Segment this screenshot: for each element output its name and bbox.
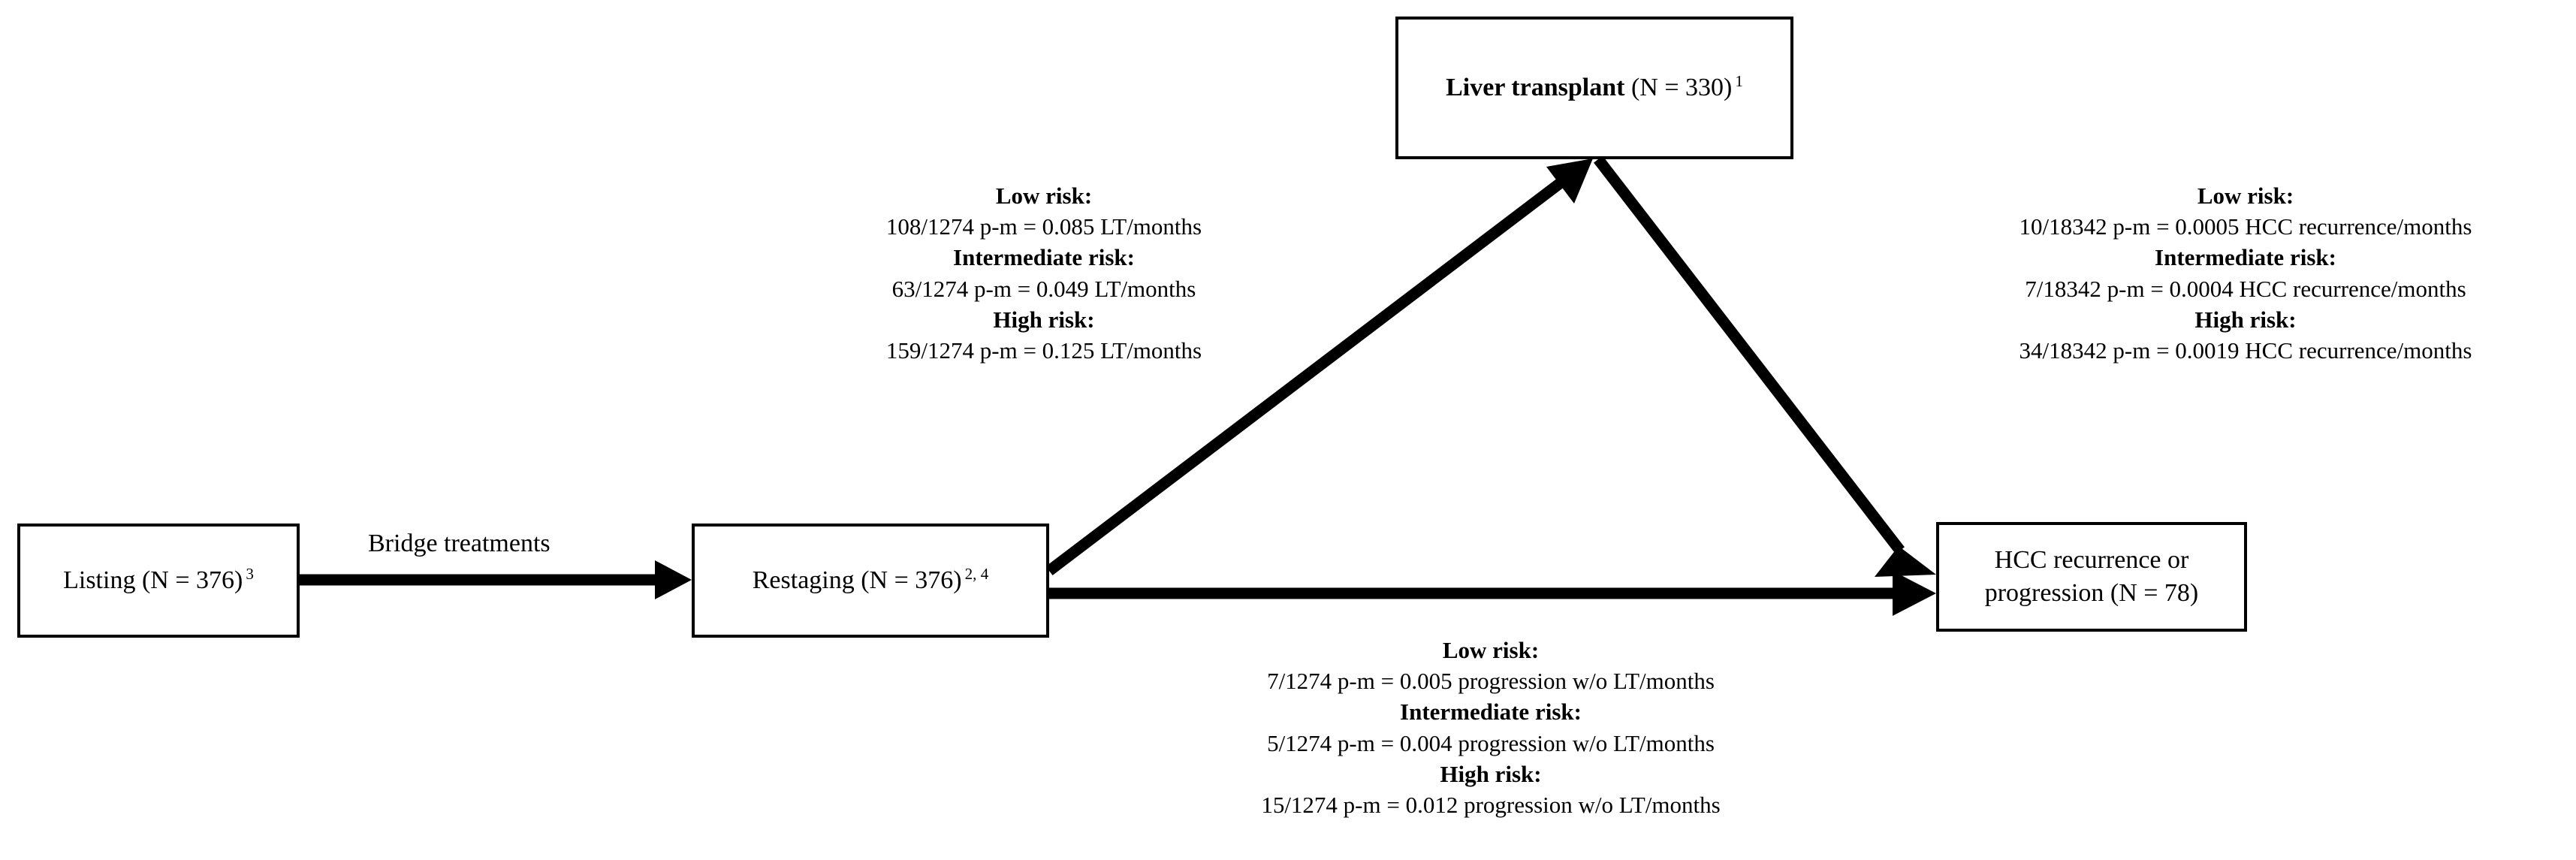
node-restaging[interactable]: Restaging (N = 376)2, 4 [692,524,1049,638]
annotation-recur-high-risk-header: High risk: [2194,306,2297,333]
annotation-prog-high-risk-header: High risk: [1440,760,1542,787]
annotation-lt-high-risk-header: High risk: [993,306,1095,333]
arrow-restaging-to-hcc [1049,571,1936,616]
node-listing[interactable]: Listing (N = 376)3 [17,524,300,638]
node-liver-transplant[interactable]: Liver transplant (N = 330)1 [1395,17,1793,159]
node-liver-transplant-superscript: 1 [1735,71,1743,90]
arrow-transplant-to-hcc [1594,155,1936,577]
annotation-prog-intermediate-risk-value: 5/1274 p-m = 0.004 progression w/o LT/mo… [1267,729,1715,756]
annotation-recur-high-risk-value: 34/18342 p-m = 0.0019 HCC recurrence/mon… [2019,337,2472,364]
node-listing-name: Listing [63,566,136,595]
annotation-restaging-to-hcc: Low risk: 7/1274 p-m = 0.005 progression… [1175,635,1806,820]
edge-label-bridge-treatments: Bridge treatments [368,530,550,557]
node-restaging-superscript: 2, 4 [964,564,989,583]
arrow-restaging-to-transplant [1045,158,1593,575]
node-hcc-recurrence[interactable]: HCC recurrence or progression (N = 78) [1936,522,2247,632]
annotation-recur-intermediate-risk-header: Intermediate risk: [2155,244,2336,271]
annotation-lt-intermediate-risk-value: 63/1274 p-m = 0.049 LT/months [891,275,1196,302]
node-hcc-recurrence-label: HCC recurrence or progression (N = 78) [1985,544,2199,609]
node-hcc-recurrence-line1: HCC recurrence or [1994,546,2189,575]
annotation-recur-low-risk-header: Low risk: [2197,183,2294,209]
annotation-restaging-to-transplant: Low risk: 108/1274 p-m = 0.085 LT/months… [800,180,1288,366]
node-listing-superscript: 3 [246,564,254,583]
annotation-lt-low-risk-header: Low risk: [995,183,1093,209]
annotation-prog-low-risk-value: 7/1274 p-m = 0.005 progression w/o LT/mo… [1267,668,1715,695]
annotation-lt-high-risk-value: 159/1274 p-m = 0.125 LT/months [885,337,1202,364]
node-hcc-recurrence-line2: progression (N = 78) [1984,579,2199,607]
node-restaging-label: Restaging (N = 376)2, 4 [753,564,988,597]
annotation-lt-intermediate-risk-header: Intermediate risk: [953,244,1135,271]
annotation-prog-high-risk-value: 15/1274 p-m = 0.012 progression w/o LT/m… [1261,792,1721,819]
annotation-lt-low-risk-value: 108/1274 p-m = 0.085 LT/months [885,213,1202,240]
annotation-prog-intermediate-risk-header: Intermediate risk: [1400,699,1582,726]
node-liver-transplant-count: (N = 330) [1630,74,1733,102]
node-liver-transplant-name: Liver transplant [1446,74,1625,102]
annotation-recur-intermediate-risk-value: 7/18342 p-m = 0.0004 HCC recurrence/mont… [2025,275,2466,302]
arrow-listing-to-restaging [300,560,692,599]
annotation-prog-low-risk-header: Low risk: [1442,637,1540,663]
node-listing-count: (N = 376) [141,566,243,595]
annotation-recur-low-risk-value: 10/18342 p-m = 0.0005 HCC recurrence/mon… [2019,213,2472,240]
node-restaging-count: (N = 376) [861,566,962,595]
node-listing-label: Listing (N = 376)3 [63,564,254,597]
node-liver-transplant-label: Liver transplant (N = 330)1 [1446,71,1743,104]
node-restaging-name: Restaging [752,566,855,595]
annotation-transplant-to-hcc: Low risk: 10/18342 p-m = 0.0005 HCC recu… [1915,180,2576,366]
